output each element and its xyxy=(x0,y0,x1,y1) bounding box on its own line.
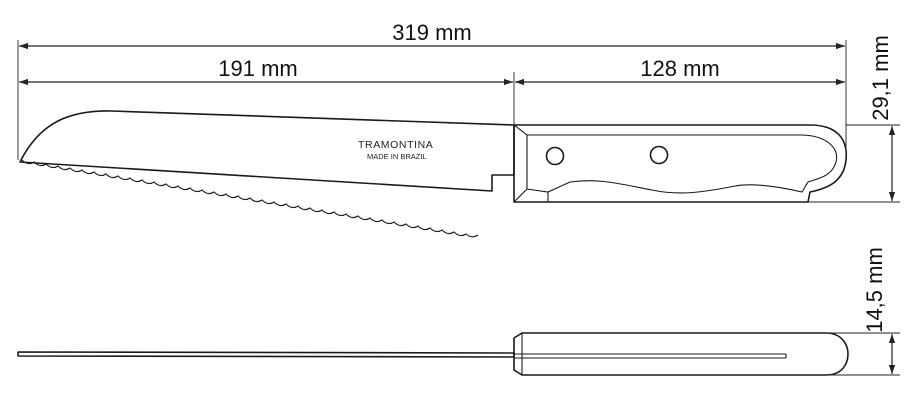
height-label: 29,1 mm xyxy=(868,35,893,121)
rivet xyxy=(649,145,669,165)
thickness-dimension: 14,5 mm xyxy=(862,247,896,374)
brand-marking: TRAMONTINA xyxy=(358,139,433,151)
blade-side: TRAMONTINA MADE IN BRAZIL xyxy=(19,110,515,238)
overall-length-dimension: 319 mm xyxy=(19,20,845,50)
side-view: TRAMONTINA MADE IN BRAZIL xyxy=(19,110,848,238)
height-dimension: 29,1 mm xyxy=(868,35,896,201)
rivet xyxy=(545,146,565,166)
thickness-label: 14,5 mm xyxy=(862,247,887,333)
serrated-edge xyxy=(21,159,479,238)
blade-length-dimension: 191 mm xyxy=(19,56,513,86)
handle-length-label: 128 mm xyxy=(640,56,719,81)
origin-marking: MADE IN BRAZIL xyxy=(367,152,427,161)
top-view xyxy=(17,332,849,376)
blade-length-label: 191 mm xyxy=(218,56,297,81)
handle-side xyxy=(513,124,848,203)
blade-spine xyxy=(17,351,515,358)
handle-length-dimension: 128 mm xyxy=(515,56,845,86)
overall-length-label: 319 mm xyxy=(392,20,471,45)
